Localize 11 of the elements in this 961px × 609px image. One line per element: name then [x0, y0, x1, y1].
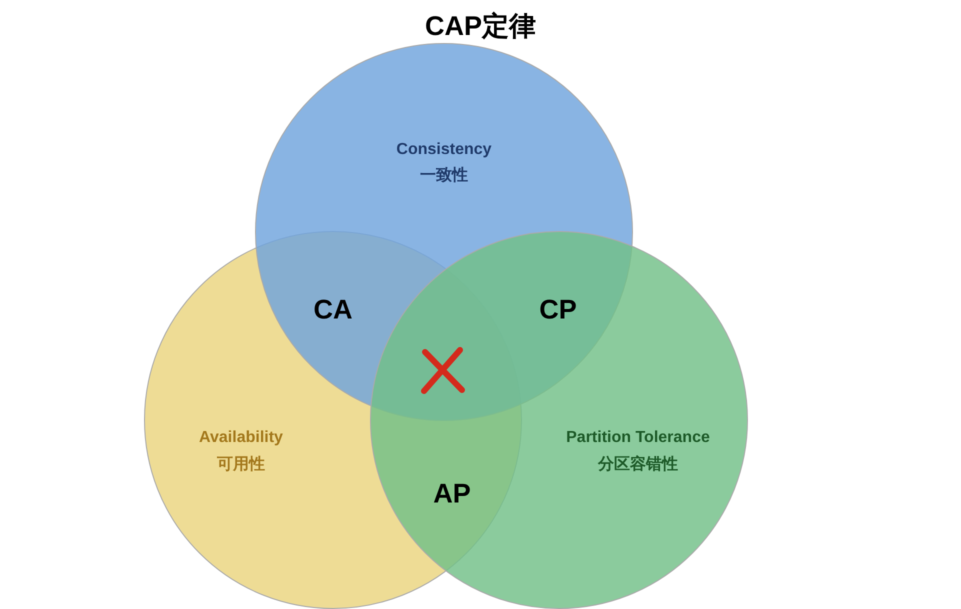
circle-label: Partition Tolerance	[566, 429, 710, 447]
circle-label-chinese: 分区容错性	[598, 454, 678, 475]
venn-circle	[370, 231, 748, 609]
circle-label: Availability	[199, 429, 283, 447]
circle-label-chinese: 一致性	[420, 166, 468, 186]
region-label: AP	[433, 478, 471, 510]
circle-label-chinese: 可用性	[217, 454, 265, 475]
circle-label: Consistency	[396, 141, 492, 159]
region-label: CA	[314, 294, 352, 326]
title: CAP定律	[424, 10, 536, 43]
region-label: CP	[539, 294, 577, 326]
